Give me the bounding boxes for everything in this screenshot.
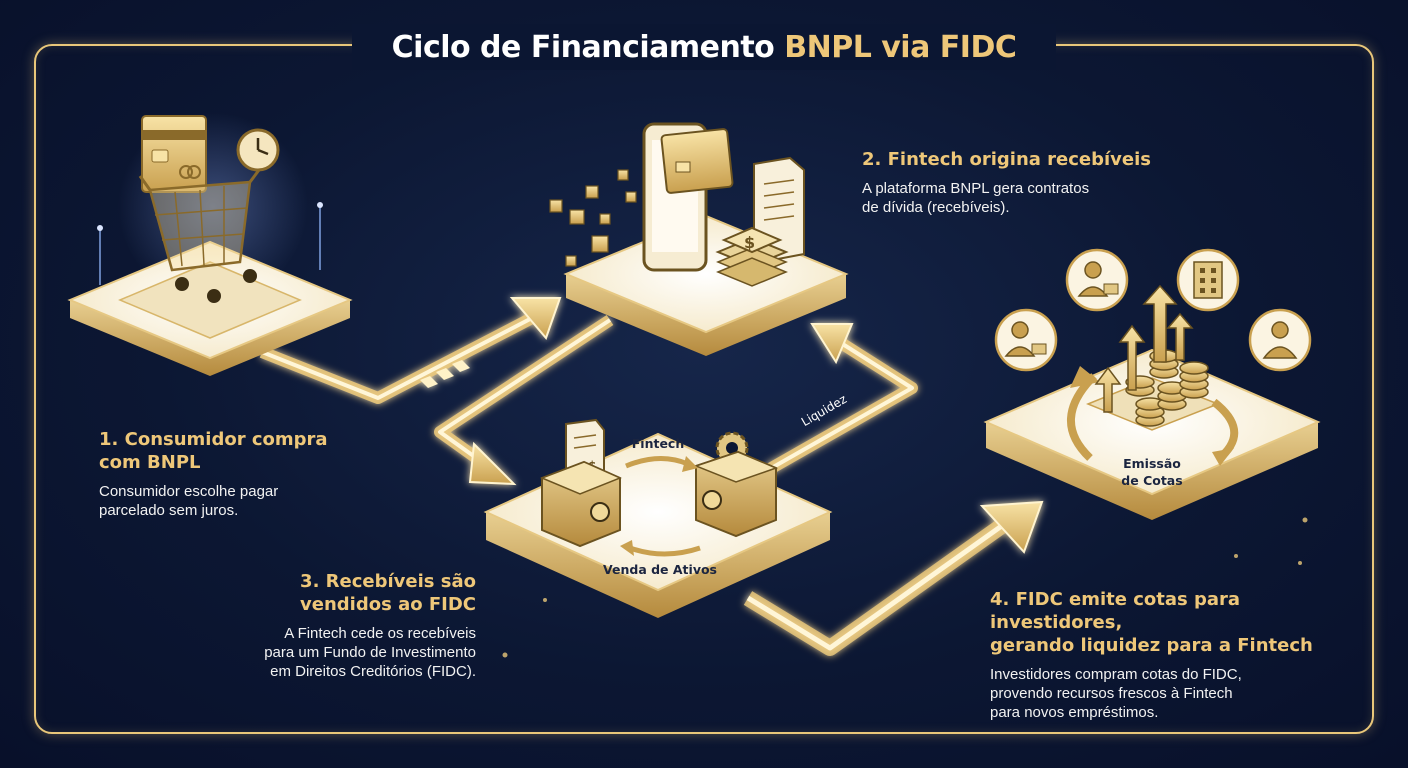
step-2: 2. Fintech origina recebíveis A platafor… xyxy=(862,148,1182,217)
step-1-title: 1. Consumidor compra com BNPL xyxy=(99,429,328,473)
money-stack-icon: $ xyxy=(715,226,789,287)
svg-text:$: $ xyxy=(744,233,755,252)
step-1-description: Consumidor escolhe pagar parcelado sem j… xyxy=(99,483,279,519)
smartphone-icon xyxy=(642,122,734,272)
step-3-title: 3. Recebíveis são vendidos ao FIDC xyxy=(300,571,476,615)
growth-arrow-icon xyxy=(1094,284,1194,413)
step-1: 1. Consumidor compra com BNPL Consumidor… xyxy=(99,428,349,520)
issuance-platform: Emissão de Cotas xyxy=(983,284,1321,520)
shopping-cart-icon xyxy=(138,157,270,303)
investor-icon xyxy=(994,308,1058,372)
building-icon xyxy=(1176,248,1240,312)
step-2-description: A plataforma BNPL gera contratos de dívi… xyxy=(862,180,1090,216)
liquidity-arrow xyxy=(765,323,918,476)
venda-de-ativos-label: Venda de Ativos xyxy=(603,562,717,577)
credit-card-icon xyxy=(141,115,207,193)
fidc-exchange-platform: $ Fintech Venda de Ativos xyxy=(483,418,833,618)
title-prefix: Ciclo de Financiamento xyxy=(391,29,785,65)
investor-icon xyxy=(1065,248,1129,312)
step-4-title: 4. FIDC emite cotas para investidores, g… xyxy=(990,589,1313,656)
flow-arrow-step2-to-step3 xyxy=(434,314,614,486)
fintech-platform: $ xyxy=(549,122,849,356)
emissao-label-line1: Emissão xyxy=(1123,456,1181,471)
step-4: 4. FIDC emite cotas para investidores, g… xyxy=(990,588,1360,722)
emissao-label-line2: de Cotas xyxy=(1121,473,1182,488)
chevron-icon xyxy=(420,360,470,388)
title-banner: Ciclo de Financiamento BNPL via FIDC xyxy=(352,24,1056,70)
safe-vault-icon xyxy=(539,460,622,548)
step-3-description: A Fintech cede os recebíveis para um Fun… xyxy=(264,625,476,680)
consumer-platform xyxy=(67,112,353,376)
step-3: 3. Recebíveis são vendidos ao FIDC A Fin… xyxy=(214,570,476,681)
clock-icon xyxy=(236,128,280,172)
fintech-vault-icon xyxy=(693,450,779,538)
data-cubes-icon xyxy=(549,169,637,267)
step-2-title: 2. Fintech origina recebíveis xyxy=(862,149,1152,170)
flow-arrow-step3-to-step4 xyxy=(743,500,1044,656)
step-4-description: Investidores compram cotas do FIDC, prov… xyxy=(990,666,1242,721)
flow-arrow-step1-to-step2 xyxy=(259,297,562,404)
fintech-label: Fintech xyxy=(632,436,684,451)
diagram-title: Ciclo de Financiamento BNPL via FIDC xyxy=(392,30,1017,65)
title-highlight: BNPL via FIDC xyxy=(784,29,1017,65)
coin-stack-icon xyxy=(1125,349,1209,427)
ambient-dots xyxy=(502,517,1308,658)
cycle-arrow-icon xyxy=(1066,366,1239,466)
exchange-arrow-icon xyxy=(620,455,701,557)
investor-icon xyxy=(1248,308,1312,372)
